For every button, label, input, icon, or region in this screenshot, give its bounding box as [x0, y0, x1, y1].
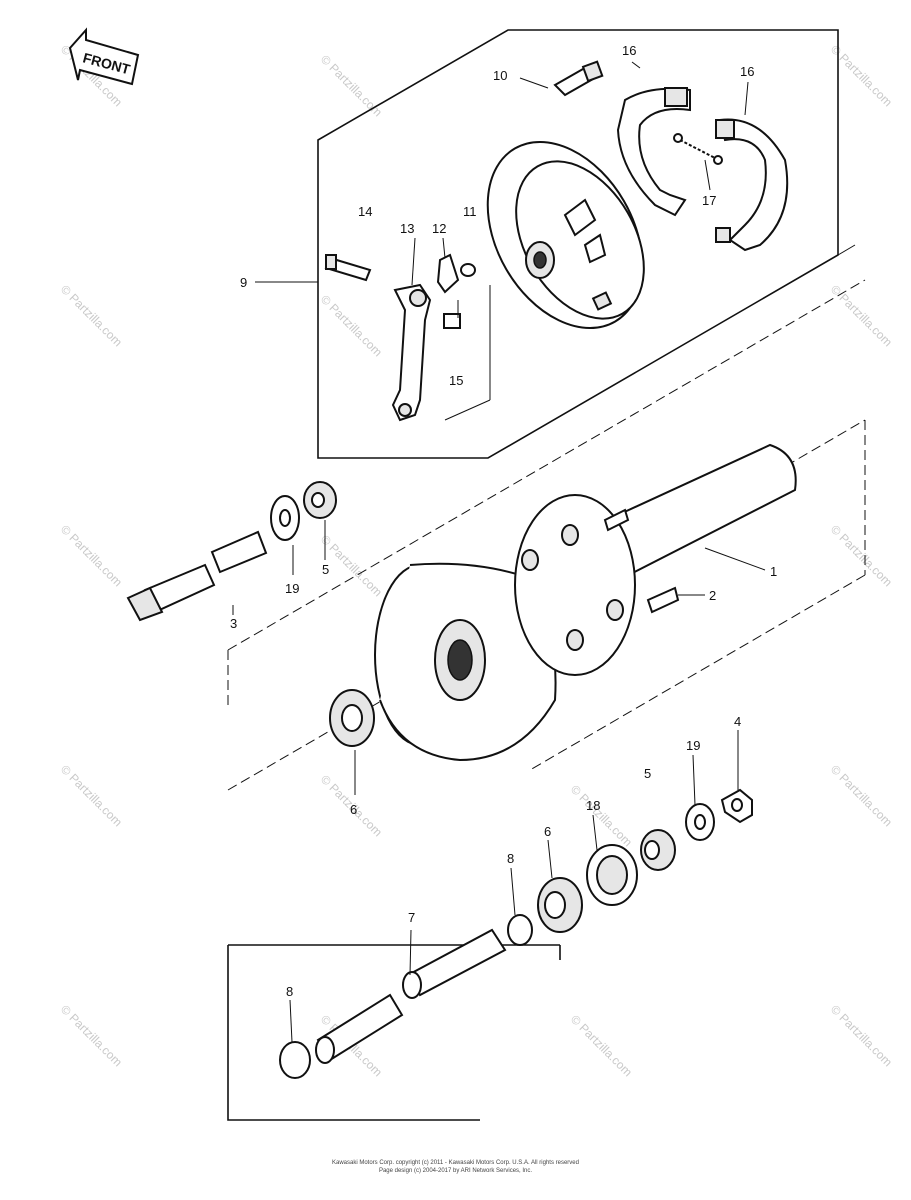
callout-7: 7: [408, 910, 415, 925]
watermark-text: © Partzilla.com: [828, 522, 895, 589]
collar-part-5b: [640, 829, 676, 871]
bolt-part-14: [324, 254, 372, 282]
brake-lever-part-13: [391, 283, 432, 422]
watermark-text: © Partzilla.com: [318, 292, 385, 359]
callout-13: 13: [400, 221, 414, 236]
brake-shoe-part-16a: [616, 87, 691, 217]
callout-15: 15: [449, 373, 463, 388]
callout-18: 18: [586, 798, 600, 813]
callout-8b: 8: [507, 851, 514, 866]
callout-14: 14: [358, 204, 372, 219]
watermark-text: © Partzilla.com: [828, 282, 895, 349]
callout-6a: 6: [350, 802, 357, 817]
brake-cam-part-10: [519, 60, 604, 97]
callout-9: 9: [240, 275, 247, 290]
callout-labels: 1 2 3 4 5 5 6 6 7 8 8 9 10 11 12 13 14 1…: [230, 43, 777, 999]
bearing-part-6a: [329, 689, 375, 747]
callout-19a: 19: [285, 581, 299, 596]
axle-parts-frame: [227, 944, 561, 1121]
washer-part-19b: [685, 803, 715, 841]
return-spring-part-17: [673, 133, 723, 165]
watermark-text: © Partzilla.com: [58, 282, 125, 349]
watermark-text: © Partzilla.com: [318, 52, 385, 119]
seal-part-18: [586, 844, 638, 906]
spacer-part-7a: [315, 993, 404, 1064]
watermark-text: © Partzilla.com: [58, 762, 125, 829]
callout-3: 3: [230, 616, 237, 631]
washer-part-19a: [270, 495, 300, 541]
leader-lines: [232, 61, 766, 1043]
watermark-text: © Partzilla.com: [58, 1002, 125, 1069]
callout-2: 2: [709, 588, 716, 603]
callout-1: 1: [770, 564, 777, 579]
watermark-text: © Partzilla.com: [58, 522, 125, 589]
front-arrow-badge: FRONT: [68, 27, 140, 86]
watermark-text: © Partzilla.com: [828, 1002, 895, 1069]
nut-part-15: [443, 313, 461, 329]
footer-copyright: Kawasaki Motors Corp. copyright (c) 2011…: [332, 1160, 579, 1166]
oring-part-11: [460, 263, 476, 277]
callout-17: 17: [702, 193, 716, 208]
spacer-part-7b: [402, 928, 507, 999]
callout-10: 10: [493, 68, 507, 83]
callout-6b: 6: [544, 824, 551, 839]
callout-11: 11: [463, 204, 477, 219]
watermark-text: © Partzilla.com: [568, 1012, 635, 1079]
brake-drum-panel: [486, 140, 645, 330]
bearing-part-6b: [537, 877, 583, 933]
watermark-text: © Partzilla.com: [568, 782, 635, 849]
circlip-part-8b: [507, 914, 533, 946]
collar-part-5a: [303, 481, 337, 519]
callout-12: 12: [432, 221, 446, 236]
callout-16a: 16: [622, 43, 636, 58]
brake-shoe-part-16b: [715, 118, 789, 252]
callout-8a: 8: [286, 984, 293, 999]
callout-5b: 5: [644, 766, 651, 781]
frame-extension-line: [837, 244, 856, 256]
callout-4: 4: [734, 714, 741, 729]
watermark-text: © Partzilla.com: [828, 762, 895, 829]
callout-16b: 16: [740, 64, 754, 79]
hub-part-1: [374, 443, 797, 762]
indicator-plate-part-12: [436, 253, 460, 294]
callout-5a: 5: [322, 562, 329, 577]
circlip-part-8a: [279, 1041, 311, 1079]
nut-part-4: [720, 788, 753, 824]
dashed-line: [529, 574, 866, 771]
callout-19b: 19: [686, 738, 700, 753]
footer-page-design: Page design (c) 2004-2017 by ARI Network…: [378, 1168, 533, 1174]
hub-assembly-dashed-frame: [227, 279, 866, 791]
axle-bolt-part-3: [126, 530, 268, 622]
